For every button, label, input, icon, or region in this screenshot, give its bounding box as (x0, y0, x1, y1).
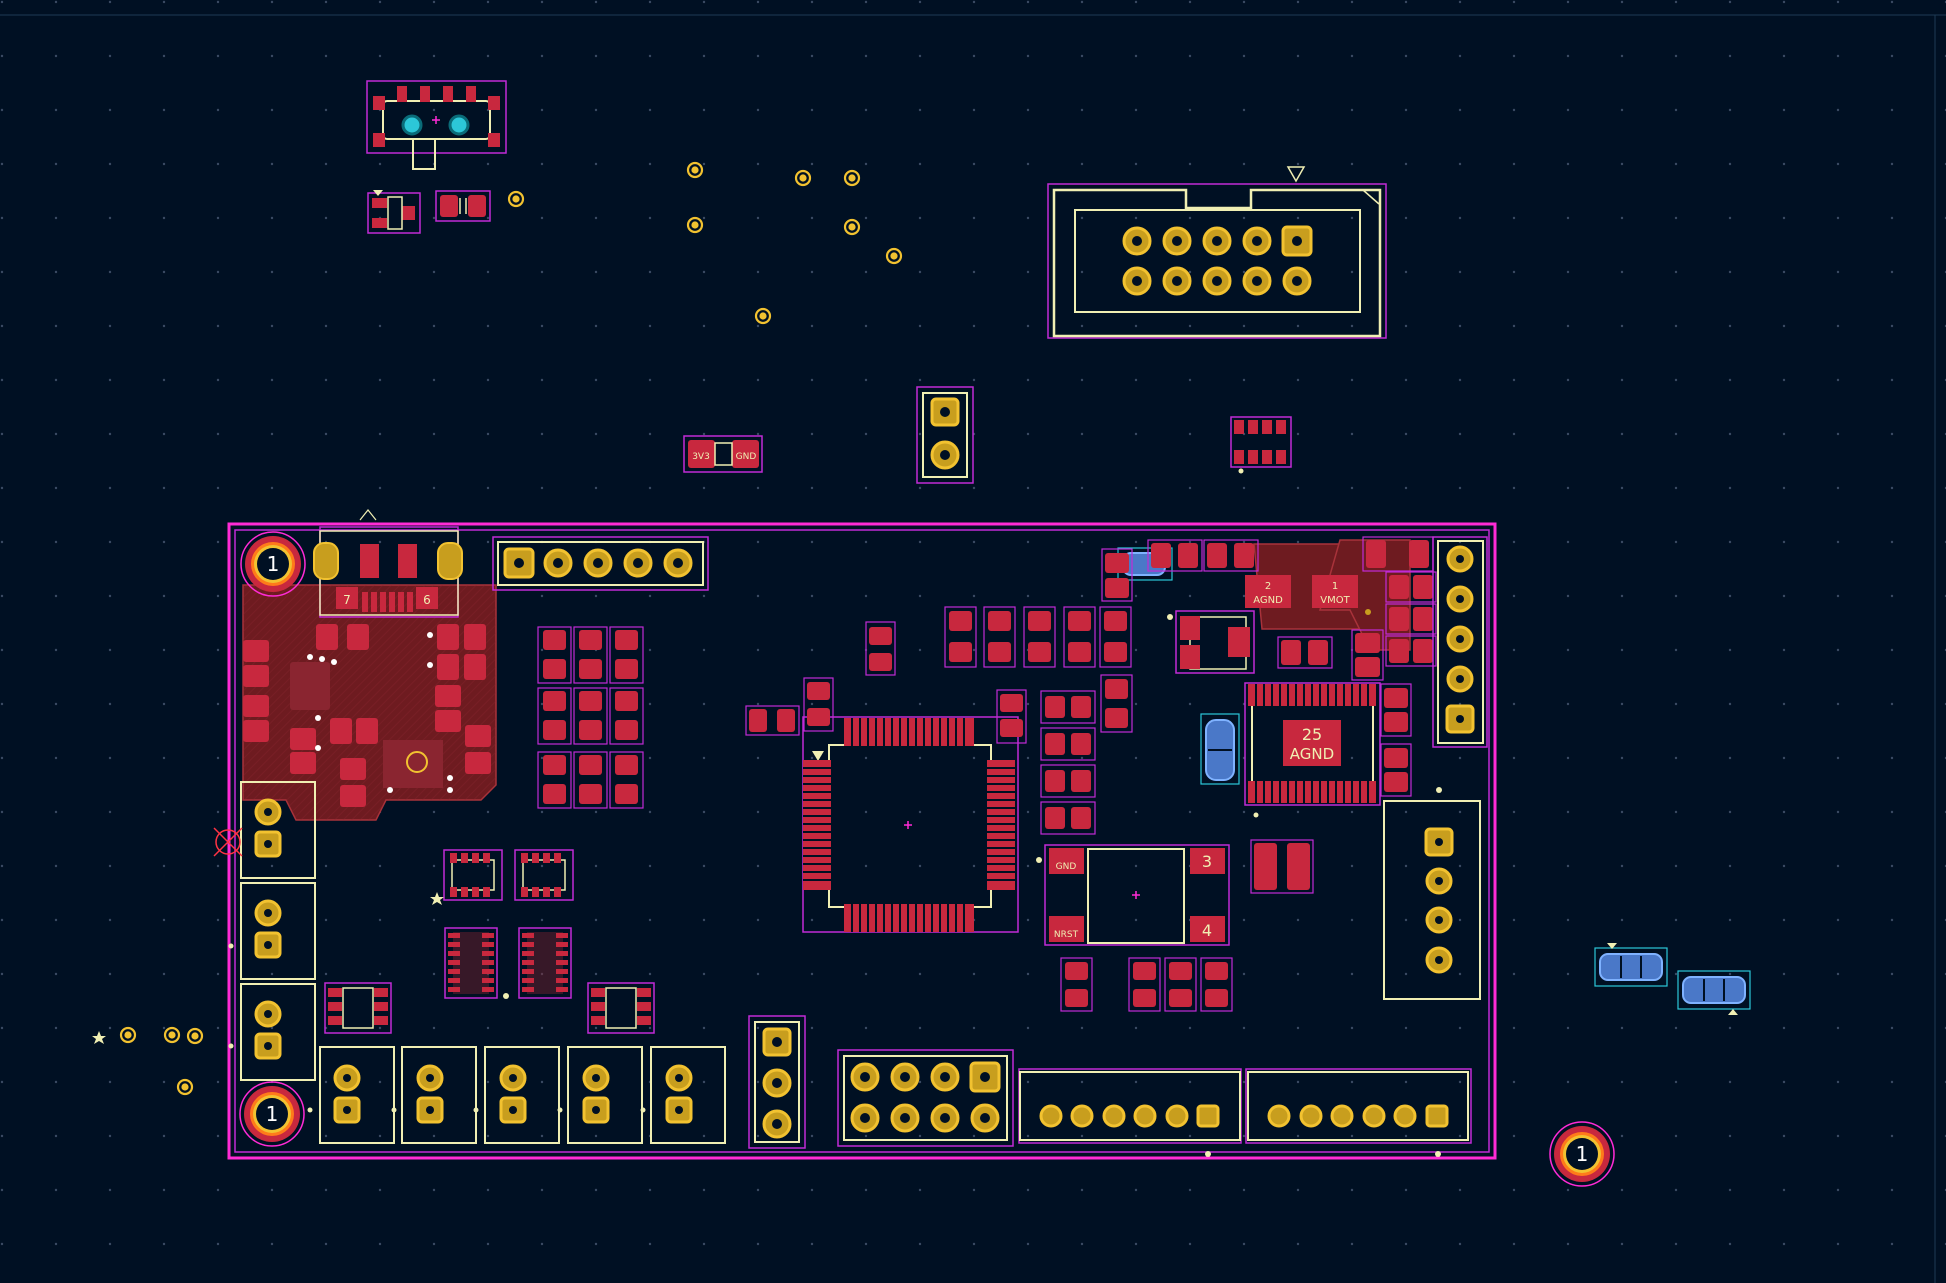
crystal-pin1-label: GND (1056, 862, 1077, 872)
triangle-marker-icon (812, 751, 824, 761)
jumper-left-label: 3V3 (692, 452, 710, 462)
star-icon (430, 892, 444, 905)
passives-crystal-column[interactable] (1040, 690, 1096, 835)
plus-anchor-icon (904, 821, 912, 829)
passives-power-section[interactable] (243, 624, 491, 807)
triangle-marker-icon (1607, 943, 1617, 949)
ic-vref[interactable] (1175, 610, 1255, 674)
net-pad-net: AGND (1253, 595, 1283, 606)
net-pad-net: VMOT (1320, 595, 1350, 606)
ic-mcu-qfp64[interactable] (802, 716, 1019, 933)
connector-1x3[interactable] (748, 1015, 806, 1149)
connector-2x4[interactable] (837, 1049, 1014, 1147)
via-group-power (307, 632, 453, 793)
triangle-marker-icon (373, 190, 383, 196)
regulator-pin-right: 6 (423, 593, 431, 607)
resistor-grid[interactable] (537, 626, 644, 809)
net-pad-agnd[interactable]: 2 AGND (1245, 575, 1291, 608)
ic-pad-net: AGND (1290, 745, 1334, 763)
connector-bottom-row[interactable] (319, 1046, 726, 1144)
crystal-pin4-label: 4 (1202, 921, 1212, 940)
connector-1x6-b[interactable] (1245, 1068, 1472, 1144)
star-icon (92, 1031, 106, 1044)
connector-left-column[interactable] (240, 781, 316, 1081)
passives-bottom-row[interactable] (1060, 839, 1314, 1012)
triangle-marker-icon (1728, 1009, 1738, 1015)
connector-1x5-top[interactable] (492, 536, 709, 591)
resistor-r-top[interactable] (435, 190, 491, 222)
test-point[interactable] (406, 751, 428, 773)
net-pad-number: 1 (1332, 581, 1338, 592)
mounting-hole-label: 1 (1576, 1142, 1589, 1166)
jumper-right-label: GND (736, 452, 757, 462)
jumper-3v3[interactable]: 3V3 GND (683, 435, 763, 473)
regulator-u-power[interactable]: 7 6 (313, 509, 463, 618)
resistor-array-offboard[interactable] (1230, 416, 1292, 474)
mounting-hole-offboard[interactable]: 1 (1549, 1121, 1615, 1187)
mounting-hole-label: 1 (267, 552, 280, 576)
via-group-board (228, 614, 1442, 1157)
passives-mcu[interactable] (745, 621, 1027, 744)
ic-soic-16-b[interactable] (518, 927, 572, 999)
connector-jtag-2x5[interactable] (1047, 166, 1387, 339)
ic-soic-8-a[interactable] (443, 849, 503, 901)
ic-soic-8-b[interactable] (514, 849, 574, 901)
component-bottom-side-offboard-b[interactable] (1677, 970, 1751, 1015)
connector-1x6-a[interactable] (1018, 1068, 1242, 1144)
connector-1x2[interactable] (916, 386, 974, 484)
plus-anchor-icon (1132, 891, 1140, 899)
component-bottom-side[interactable] (1200, 713, 1240, 785)
via-group-top (119, 161, 903, 1096)
ic-motor-driver[interactable]: 25 AGND (1244, 682, 1381, 806)
crosshair-icon (213, 827, 243, 857)
passives-right-stack[interactable] (1362, 536, 1437, 797)
crystal-pin2-label: NRST (1054, 930, 1079, 940)
crystal-pin3-label: 3 (1202, 852, 1212, 871)
connector-j-usb[interactable] (366, 80, 507, 170)
capacitor-small-labeled[interactable] (1100, 674, 1133, 733)
ic-sot-a[interactable] (324, 982, 392, 1034)
mounting-hole-label: 1 (266, 1102, 279, 1126)
connector-1x5-right[interactable] (1432, 536, 1488, 748)
ic-soic-16-a[interactable] (444, 927, 498, 999)
ic-pad-number: 25 (1302, 725, 1322, 744)
net-pad-number: 2 (1265, 581, 1271, 592)
component-small-sot[interactable] (367, 190, 421, 234)
ic-sot-b[interactable] (587, 982, 655, 1034)
component-bottom-side-offboard-a[interactable] (1594, 943, 1668, 987)
passives-top-right[interactable] (1101, 539, 1384, 681)
crystal-oscillator[interactable]: GND NRST 3 4 (1044, 844, 1230, 946)
capacitor-row-labeled[interactable] (944, 606, 1132, 668)
regulator-pin-left: 7 (343, 593, 351, 607)
triangle-marker-icon (359, 509, 377, 521)
net-pad-vmot[interactable]: 1 VMOT (1312, 575, 1358, 608)
mounting-hole-tl[interactable]: 1 (240, 531, 306, 597)
mounting-hole-bl[interactable]: 1 (239, 1081, 305, 1147)
triangle-marker-icon (1286, 166, 1306, 183)
connector-1x4-right[interactable] (1383, 800, 1481, 1000)
